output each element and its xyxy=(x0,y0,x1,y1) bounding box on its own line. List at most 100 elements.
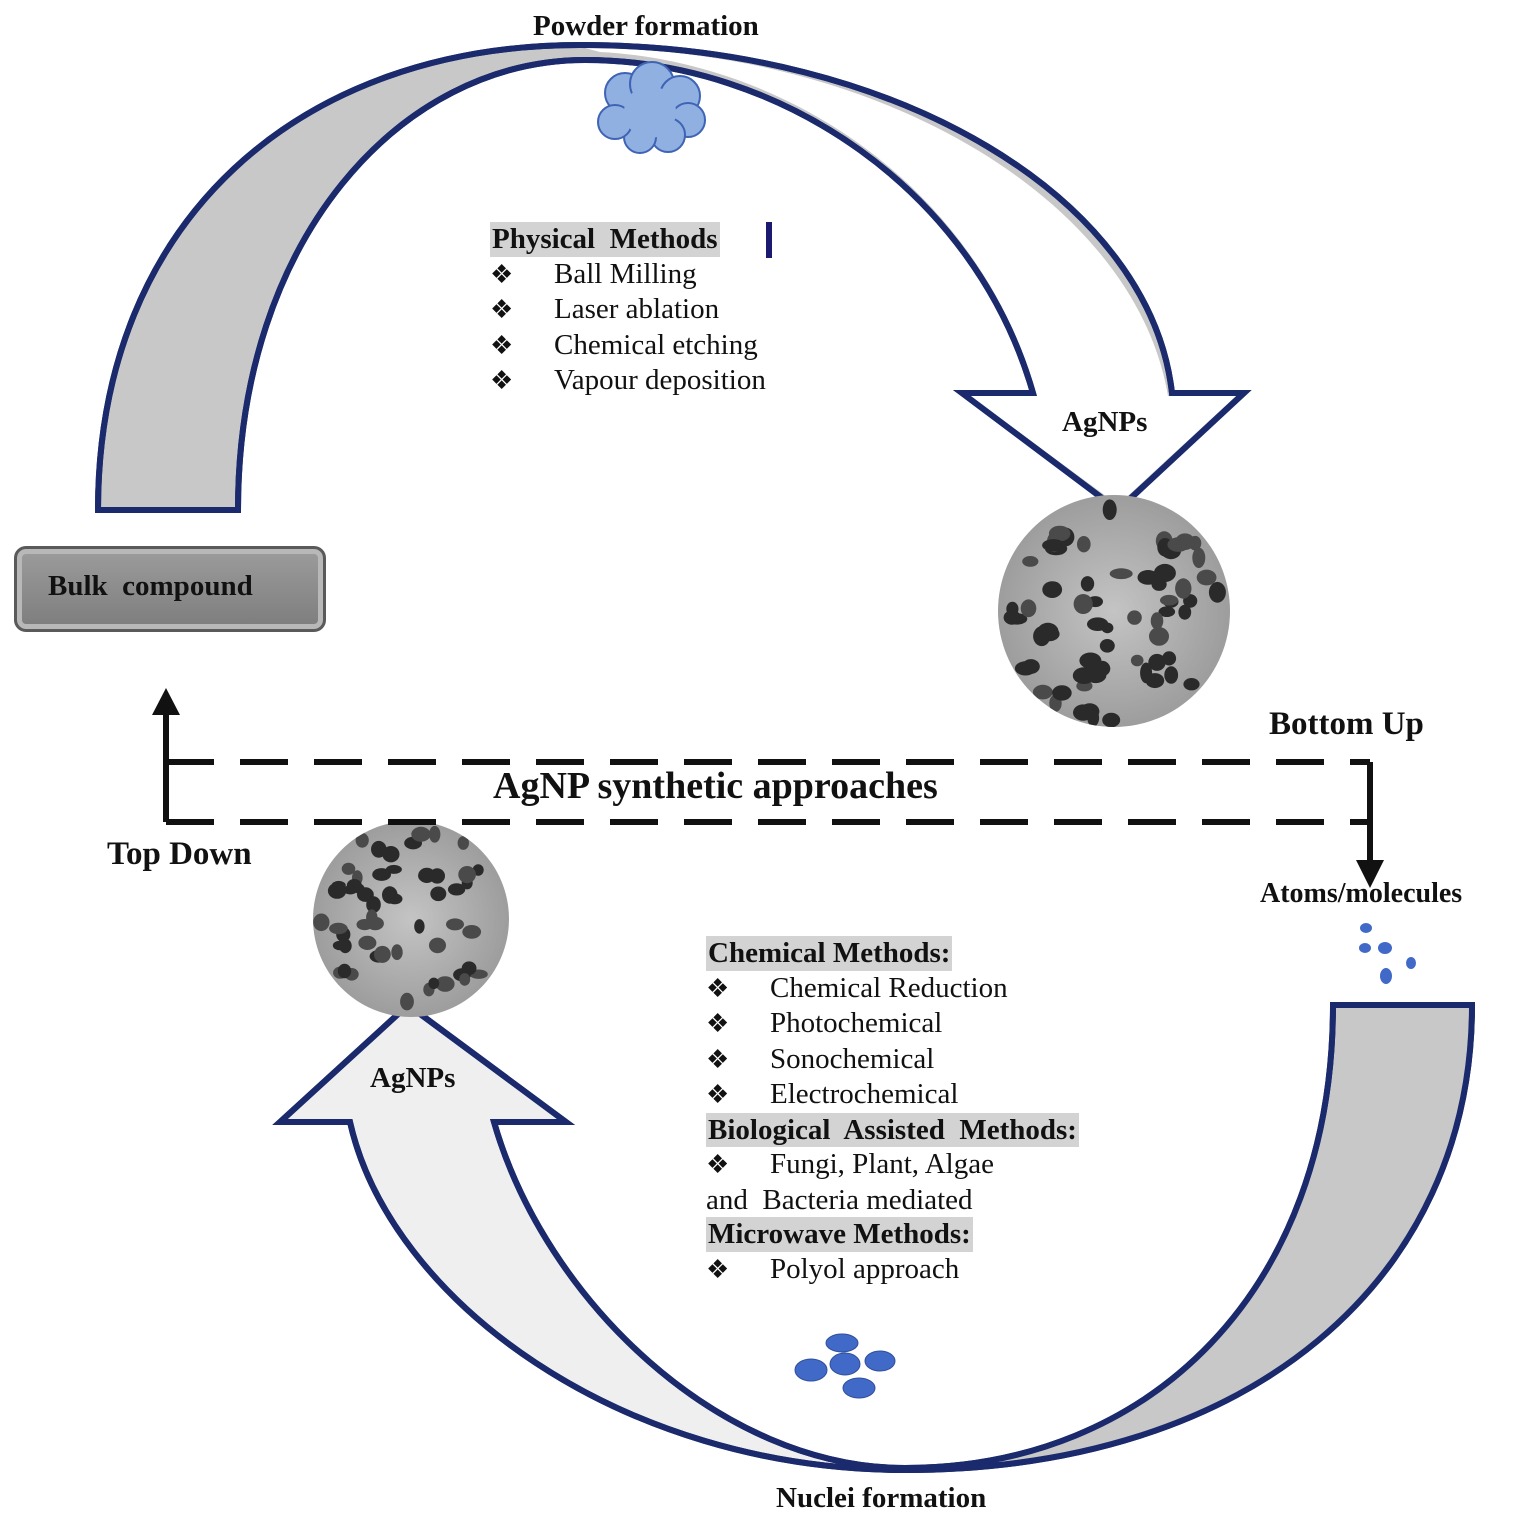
tem-particle xyxy=(1032,684,1053,700)
nuclei-particles-icon xyxy=(794,1333,896,1399)
tem-particle xyxy=(1127,610,1142,625)
list-item: ❖Laser ablation xyxy=(490,292,766,328)
tem-particle xyxy=(391,944,403,961)
label-atoms-molecules: Atoms/molecules xyxy=(1260,878,1463,909)
tem-particle xyxy=(1164,666,1179,684)
bulk-compound-box xyxy=(14,546,326,632)
tem-particle xyxy=(1145,673,1165,689)
list-item-text: Electrochemical xyxy=(770,1078,959,1110)
list-item-continuation: and Bacteria mediated xyxy=(706,1183,973,1216)
tem-particle xyxy=(382,886,398,904)
bullet-icon: ❖ xyxy=(706,1009,730,1038)
tem-particle xyxy=(1102,712,1121,727)
tem-particle xyxy=(400,992,414,1011)
tem-particle xyxy=(447,883,466,896)
bullet-icon: ❖ xyxy=(706,1254,730,1284)
list-item: ❖Chemical Reduction xyxy=(706,971,1079,1007)
bullet-icon: ❖ xyxy=(706,1150,730,1179)
bottom-up-arrow-head xyxy=(1356,860,1384,888)
tem-particle xyxy=(429,937,446,954)
tem-particle xyxy=(1175,578,1192,599)
bullet-icon: ❖ xyxy=(706,1080,730,1109)
tem-particle xyxy=(382,846,400,863)
list-item-text: Polyol approach xyxy=(770,1252,960,1285)
bullet-icon: ❖ xyxy=(490,330,514,360)
tem-particle xyxy=(366,896,381,913)
label-nuclei-formation: Nuclei formation xyxy=(776,1482,987,1514)
label-center-title: AgNP synthetic approaches xyxy=(493,765,938,807)
tem-particle xyxy=(1130,654,1144,667)
tem-particle xyxy=(1150,612,1164,630)
label-powder-formation: Powder formation xyxy=(533,10,759,42)
tem-image-bottom xyxy=(313,821,509,1017)
tem-particle xyxy=(1020,599,1037,618)
list-item: ❖ Ball Milling xyxy=(490,257,766,293)
top-arrow-outline xyxy=(94,41,1252,514)
tem-particle xyxy=(355,832,369,848)
tem-particle xyxy=(1042,539,1065,552)
bullet-icon: ❖ xyxy=(490,259,514,289)
tem-particle xyxy=(1080,576,1095,592)
list-item: ❖ Electrochemical xyxy=(706,1077,1079,1113)
biological-methods-heading: Biological Assisted Methods: xyxy=(706,1112,1079,1147)
tem-particle xyxy=(337,963,352,979)
tem-particle xyxy=(1192,547,1206,568)
tem-particle xyxy=(1167,537,1190,552)
list-item: ❖ Fungi, Plant, Algae xyxy=(706,1147,1079,1183)
label-bottom-up: Bottom Up xyxy=(1269,706,1424,742)
tem-particle xyxy=(1162,651,1177,666)
tem-particle xyxy=(358,935,377,951)
tem-particle xyxy=(1022,556,1039,567)
bullet-icon: ❖ xyxy=(706,1044,730,1074)
bullet-icon: ❖ xyxy=(490,366,514,395)
text-cursor-mark xyxy=(766,222,772,258)
physical-methods-list: Physical Methods ❖Ball Milling ❖Laser ab… xyxy=(490,222,766,399)
tem-particle xyxy=(1006,601,1019,617)
tem-particle xyxy=(354,883,365,894)
microwave-methods-heading: Microwave Methods: xyxy=(706,1217,973,1252)
tem-particle xyxy=(1087,617,1109,631)
tem-particle xyxy=(1196,569,1217,586)
bottom-arrow-outline xyxy=(272,1001,1476,1474)
tem-particle xyxy=(1183,678,1200,691)
atoms-dots-icon xyxy=(1359,923,1416,984)
list-item: ❖ Polyol approach xyxy=(706,1252,1079,1288)
tem-particle xyxy=(313,913,330,932)
tem-particle xyxy=(372,868,391,881)
tem-particle xyxy=(430,886,447,902)
tem-particle xyxy=(428,977,440,989)
powder-cloud-icon xyxy=(597,61,706,154)
top-down-arrow-head xyxy=(152,688,180,715)
tem-particle xyxy=(332,940,347,951)
list-item-text: Laser ablation xyxy=(554,293,720,325)
list-item: ❖Photochemical xyxy=(706,1006,1079,1042)
tem-particle xyxy=(435,976,455,992)
list-item-text: Fungi, Plant, Algae xyxy=(770,1148,994,1180)
list-item: ❖ Sonochemical xyxy=(706,1042,1079,1078)
tem-image-top xyxy=(998,495,1230,727)
tem-particle xyxy=(1099,639,1115,653)
tem-particle xyxy=(457,836,469,850)
bottom-arrow-dark-segment xyxy=(905,1008,1469,1467)
label-agnps-top: AgNPs xyxy=(1062,406,1148,438)
tem-particle xyxy=(1014,661,1037,676)
tem-particle xyxy=(1048,525,1071,542)
tem-particle xyxy=(459,973,471,986)
list-item-text: Ball Milling xyxy=(554,257,697,290)
list-item-text: Vapour deposition xyxy=(554,364,766,396)
tem-particle xyxy=(1208,581,1226,603)
physical-methods-heading: Physical Methods xyxy=(490,222,720,257)
tem-particle xyxy=(414,919,425,934)
tem-particle xyxy=(411,826,431,842)
chemical-methods-list: Chemical Methods: ❖Chemical Reduction ❖P… xyxy=(706,936,1079,1287)
tem-particle xyxy=(329,922,348,935)
tem-particle xyxy=(1178,604,1192,620)
list-item-text: Sonochemical xyxy=(770,1042,935,1075)
tem-particle xyxy=(366,909,378,926)
tem-particle xyxy=(446,918,464,931)
top-arrow-head-fill xyxy=(585,48,1236,505)
tem-particle xyxy=(429,825,441,843)
tem-particle xyxy=(1048,581,1061,594)
list-item: ❖Chemical etching xyxy=(490,328,766,364)
